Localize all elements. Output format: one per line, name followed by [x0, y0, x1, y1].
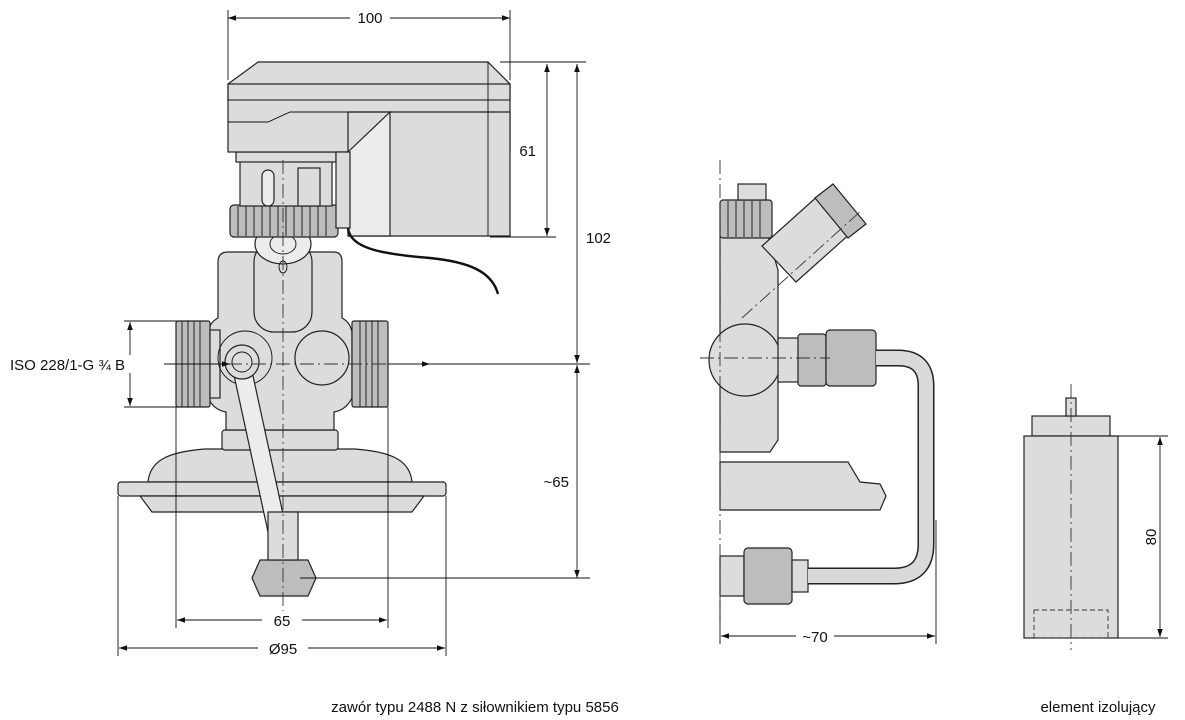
side-nozzle-axis	[741, 209, 863, 319]
actuator-contour-line	[228, 111, 390, 123]
dim-lower-height-label: ~65	[544, 474, 569, 491]
side-knurl-lines	[727, 201, 761, 237]
element-caption: element izolujący	[1040, 699, 1156, 716]
cable-gland	[335, 151, 351, 229]
insulating-element-view	[1023, 384, 1119, 650]
lower-fitting-nut	[743, 547, 793, 605]
lever-pivot	[224, 344, 260, 380]
coupling-block	[297, 167, 321, 207]
diaphragm-neck	[221, 429, 339, 451]
side-view	[700, 160, 935, 620]
coupling-slot	[261, 169, 275, 207]
dim-element-height-label: 80	[1143, 529, 1160, 546]
dim-width-label: 100	[357, 10, 382, 27]
diaphragm-lower	[138, 495, 426, 513]
side-diaphragm	[719, 461, 887, 511]
dim-upper-height-label: 102	[586, 230, 611, 247]
dim-thread-label: ISO 228/1-G ¾ B	[10, 357, 125, 374]
upper-fitting-nut-2	[825, 329, 877, 387]
dim-actuator-height-label: 61	[519, 143, 536, 160]
dim-side-width-label: ~70	[802, 629, 827, 646]
knurl-lines	[237, 206, 327, 236]
dimension-lines	[117, 10, 1168, 656]
front-view	[117, 61, 511, 612]
body-boss-right	[294, 330, 350, 386]
pipe-loop-inner	[808, 351, 933, 583]
dim-pipe-distance-label: 65	[274, 613, 291, 630]
upper-fitting-body	[777, 337, 801, 383]
actuator-cable	[346, 227, 500, 295]
coupling-collar	[235, 151, 337, 163]
dim-diameter-label: Ø95	[269, 641, 297, 658]
lower-fitting-collar	[791, 559, 809, 593]
valve-caption: zawór typu 2488 N z siłownikiem typu 585…	[331, 699, 619, 716]
bottom-nut	[251, 559, 317, 597]
upper-fitting-nut	[797, 333, 827, 387]
side-nozzle-cap	[814, 183, 867, 239]
lower-fitting-stub	[719, 555, 745, 597]
lever-pivot-inner	[231, 351, 253, 373]
diaphragm-base-rim	[117, 481, 447, 497]
diaphragm-dome	[147, 448, 413, 483]
side-top-stub	[737, 183, 767, 201]
